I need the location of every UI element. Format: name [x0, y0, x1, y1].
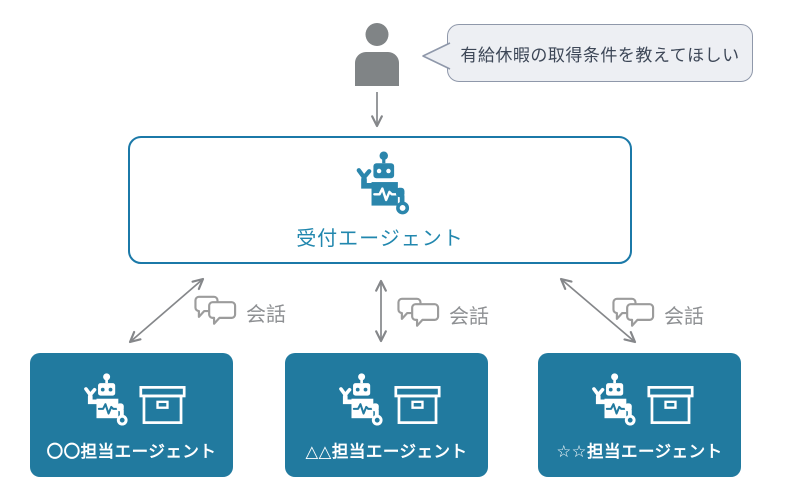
reception-agent-label: 受付エージェント	[296, 227, 464, 250]
agent-card-icons	[332, 372, 441, 427]
chat-bubbles-icon	[612, 297, 657, 331]
agent-card-2: △△担当エージェント	[285, 353, 488, 477]
archive-box-icon	[139, 384, 186, 426]
chat-bubbles-icon	[397, 297, 442, 331]
conversation-text: 会話	[664, 305, 704, 328]
agent-card-1: 〇〇担当エージェント	[30, 353, 233, 477]
agent-card-3: ☆☆担当エージェント	[538, 353, 741, 477]
robot-icon	[77, 372, 130, 427]
robot-icon	[332, 372, 385, 427]
robot-icon	[585, 372, 638, 427]
chat-bubbles-icon	[194, 295, 239, 329]
conversation-label-2: 会話	[397, 297, 489, 331]
agent-card-icons	[77, 372, 186, 427]
agent-card-icons	[585, 372, 694, 427]
agent-label: 〇〇担当エージェント	[46, 443, 217, 461]
reception-to-agent1-arrow	[128, 277, 205, 344]
archive-box-icon	[647, 384, 694, 426]
user-query-text: 有給休暇の取得条件を教えてほしい	[460, 45, 740, 65]
user-speech-bubble: 有給休暇の取得条件を教えてほしい	[422, 24, 753, 82]
conversation-label-1: 会話	[194, 295, 286, 329]
conversation-text: 会話	[449, 305, 489, 328]
agent-label: △△担当エージェント	[305, 443, 468, 461]
reception-agent-card: 受付エージェント	[128, 136, 632, 264]
conversation-label-3: 会話	[612, 297, 704, 331]
conversation-text: 会話	[246, 303, 286, 326]
speech-bubble-tail	[422, 42, 451, 70]
agent-label: ☆☆担当エージェント	[556, 443, 723, 461]
archive-box-icon	[394, 384, 441, 426]
person-icon	[355, 23, 399, 86]
robot-icon	[348, 150, 412, 216]
